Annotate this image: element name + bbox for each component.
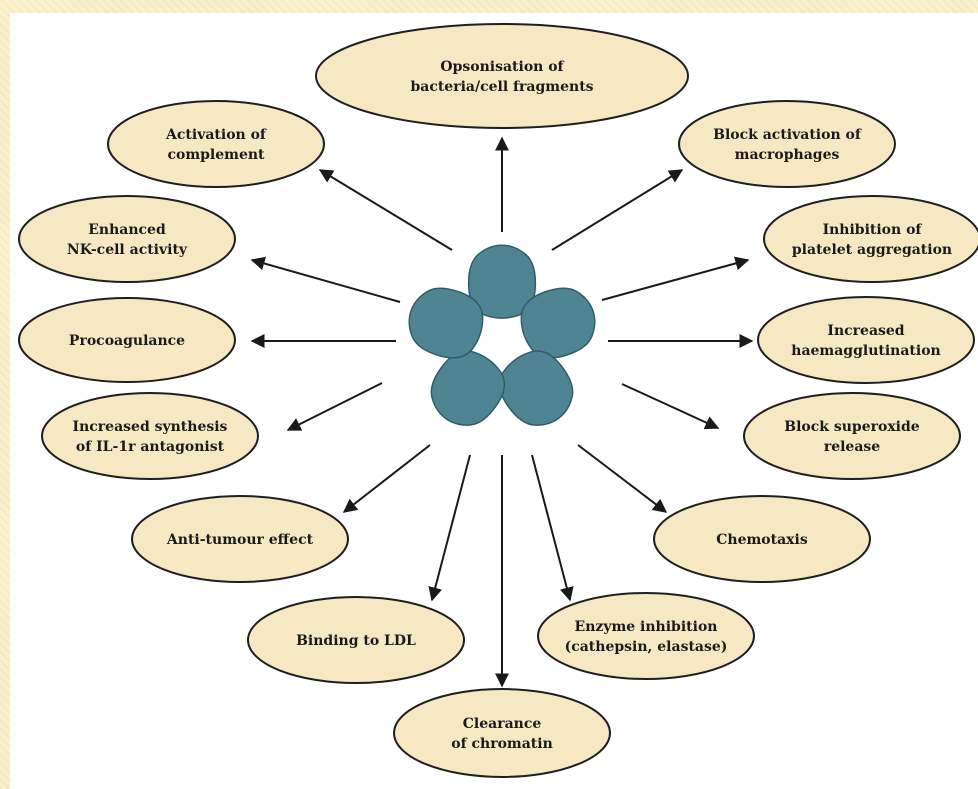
arrow-to-inhibition-of-platelet-aggregation <box>601 256 750 301</box>
node-label-clearance-of-chromatin-line-1: Clearance <box>463 716 542 732</box>
node-label-block-superoxide-release-line-2: release <box>824 439 880 455</box>
node-binding-to-ldl: Binding to LDL <box>247 596 465 684</box>
node-label-clearance-of-chromatin-line-2: of chromatin <box>451 736 553 752</box>
pentamer-subunit-1 <box>467 244 537 319</box>
node-label-block-superoxide-release-line-1: Block superoxide <box>784 419 920 435</box>
node-label-inhibition-of-platelet-aggregation-line-2: platelet aggregation <box>792 242 952 258</box>
node-label-binding-to-ldl-line-1: Binding to LDL <box>296 633 416 649</box>
node-block-superoxide-release: Block superoxide release <box>743 392 961 480</box>
arrow-to-enzyme-inhibition <box>531 454 574 602</box>
node-label-inhibition-of-platelet-aggregation-line-1: Inhibition of <box>823 222 923 238</box>
arrow-to-block-superoxide-release <box>621 383 720 430</box>
node-enzyme-inhibition: Enzyme inhibition (cathepsin, elastase) <box>537 592 755 680</box>
node-label-procoagulance-line-1: Procoagulance <box>69 333 185 349</box>
node-label-enzyme-inhibition-line-2: (cathepsin, elastase) <box>565 639 728 655</box>
node-label-block-activation-of-macrophages-line-1: Block activation of <box>713 127 862 143</box>
node-label-chemotaxis-line-1: Chemotaxis <box>716 532 808 548</box>
arrow-to-enhanced-nk-cell-activity <box>250 256 401 303</box>
arrow-to-block-activation-of-macrophages <box>551 169 684 251</box>
node-increased-synthesis-il1r: Increased synthesis of IL-1r antagonist <box>41 392 259 480</box>
node-clearance-of-chromatin: Clearance of chromatin <box>393 688 611 778</box>
node-label-enhanced-nk-cell-activity-line-2: NK-cell activity <box>67 242 188 258</box>
nodes-layer: Opsonisation of bacteria/cell fragmentsAc… <box>18 23 978 778</box>
node-label-activation-of-complement-line-1: Activation of <box>165 127 267 143</box>
node-label-block-activation-of-macrophages-line-2: macrophages <box>735 147 840 163</box>
node-block-activation-of-macrophages: Block activation of macrophages <box>678 100 896 188</box>
node-ellipse-binding-to-ldl <box>247 596 465 684</box>
node-ellipse-clearance-of-chromatin <box>393 688 611 778</box>
node-procoagulance: Procoagulance <box>18 297 236 383</box>
node-activation-of-complement: Activation of complement <box>107 100 325 188</box>
node-opsonisation: Opsonisation of bacteria/cell fragments <box>315 23 689 129</box>
node-label-opsonisation-line-2: bacteria/cell fragments <box>410 79 593 95</box>
pentamer-pore <box>494 333 510 349</box>
node-ellipse-block-activation-of-macrophages <box>678 100 896 188</box>
node-label-activation-of-complement-line-2: complement <box>167 147 265 163</box>
pentamer-subunit-4 <box>430 350 506 426</box>
pentamer-subunit-5 <box>408 287 484 359</box>
node-label-increased-haemagglutination-line-1: Increased <box>827 323 904 339</box>
node-label-increased-synthesis-il1r-line-2: of IL-1r antagonist <box>76 439 225 455</box>
node-ellipse-anti-tumour-effect <box>131 495 349 583</box>
arrow-to-activation-of-complement <box>318 169 453 251</box>
node-anti-tumour-effect: Anti-tumour effect <box>131 495 349 583</box>
node-ellipse-procoagulance <box>18 297 236 383</box>
node-ellipse-activation-of-complement <box>107 100 325 188</box>
arrow-to-anti-tumour-effect <box>342 444 431 513</box>
node-label-increased-synthesis-il1r-line-1: Increased synthesis <box>73 419 228 435</box>
node-ellipse-enzyme-inhibition <box>537 592 755 680</box>
node-ellipse-inhibition-of-platelet-aggregation <box>763 195 978 283</box>
node-ellipse-increased-haemagglutination <box>757 296 975 384</box>
pentamer-subunit-2 <box>520 287 596 359</box>
node-increased-haemagglutination: Increased haemagglutination <box>757 296 975 384</box>
node-label-enzyme-inhibition-line-1: Enzyme inhibition <box>575 619 718 635</box>
node-ellipse-enhanced-nk-cell-activity <box>18 195 236 283</box>
node-ellipse-block-superoxide-release <box>743 392 961 480</box>
arrows-layer <box>250 136 754 688</box>
arrow-to-binding-to-ldl <box>428 454 471 602</box>
node-label-opsonisation-line-1: Opsonisation of <box>440 59 564 75</box>
node-chemotaxis: Chemotaxis <box>653 495 871 583</box>
pentamer-subunit-3 <box>498 350 574 426</box>
node-label-anti-tumour-effect-line-1: Anti-tumour effect <box>166 532 314 548</box>
node-ellipse-chemotaxis <box>653 495 871 583</box>
node-label-increased-haemagglutination-line-2: haemagglutination <box>791 343 940 359</box>
node-ellipse-opsonisation <box>315 23 689 129</box>
pentamer-center <box>408 244 596 426</box>
arrow-to-chemotaxis <box>577 444 668 513</box>
arrow-to-increased-synthesis-il1r <box>286 382 383 431</box>
node-ellipse-increased-synthesis-il1r <box>41 392 259 480</box>
node-inhibition-of-platelet-aggregation: Inhibition of platelet aggregation <box>763 195 978 283</box>
node-label-enhanced-nk-cell-activity-line-1: Enhanced <box>88 222 166 238</box>
